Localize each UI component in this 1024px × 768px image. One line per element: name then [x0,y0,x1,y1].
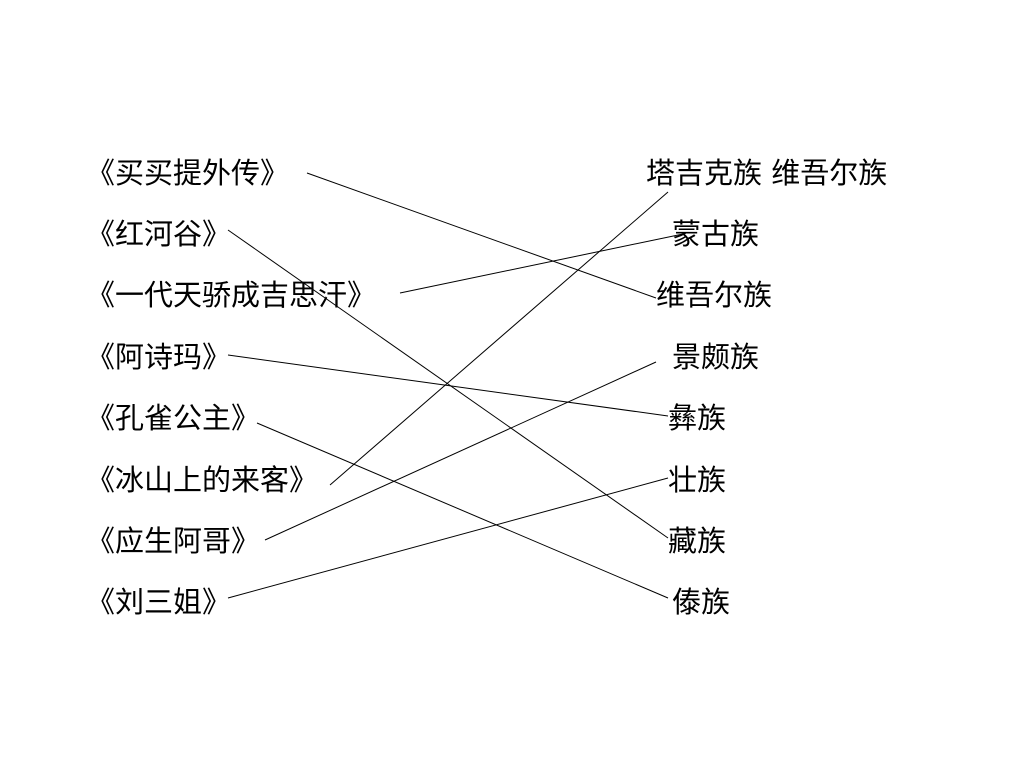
connector-line-2 [399,233,684,294]
connector-line-6 [264,361,657,541]
ethnic-group-1: 蒙古族 [672,217,760,251]
film-title-0: 《买买提外传》 [86,156,290,190]
ethnic-group-5: 壮族 [668,463,727,497]
connector-line-7 [227,477,669,599]
film-title-7: 《刘三姐》 [86,585,232,619]
film-title-1: 《红河谷》 [86,217,232,251]
ethnic-group-3: 景颇族 [672,340,760,374]
ethnic-group-7: 傣族 [672,585,731,619]
film-title-4: 《孔雀公主》 [86,401,261,435]
connector-line-0 [306,172,657,299]
ethnic-group-4: 彝族 [668,401,727,435]
film-title-2: 《一代天骄成吉思汗》 [86,278,377,312]
ethnic-group-6: 藏族 [668,524,727,558]
film-title-6: 《应生阿哥》 [86,524,261,558]
film-title-5: 《冰山上的来客》 [86,463,319,497]
ethnic-group-2: 维吾尔族 [656,278,773,312]
connector-line-5 [329,191,669,486]
connector-line-4 [256,422,669,599]
film-title-3: 《阿诗玛》 [86,340,232,374]
connector-line-3 [227,354,669,417]
connector-line-1 [227,229,669,539]
ethnic-group-0: 塔吉克族 维吾尔族 [646,156,888,190]
